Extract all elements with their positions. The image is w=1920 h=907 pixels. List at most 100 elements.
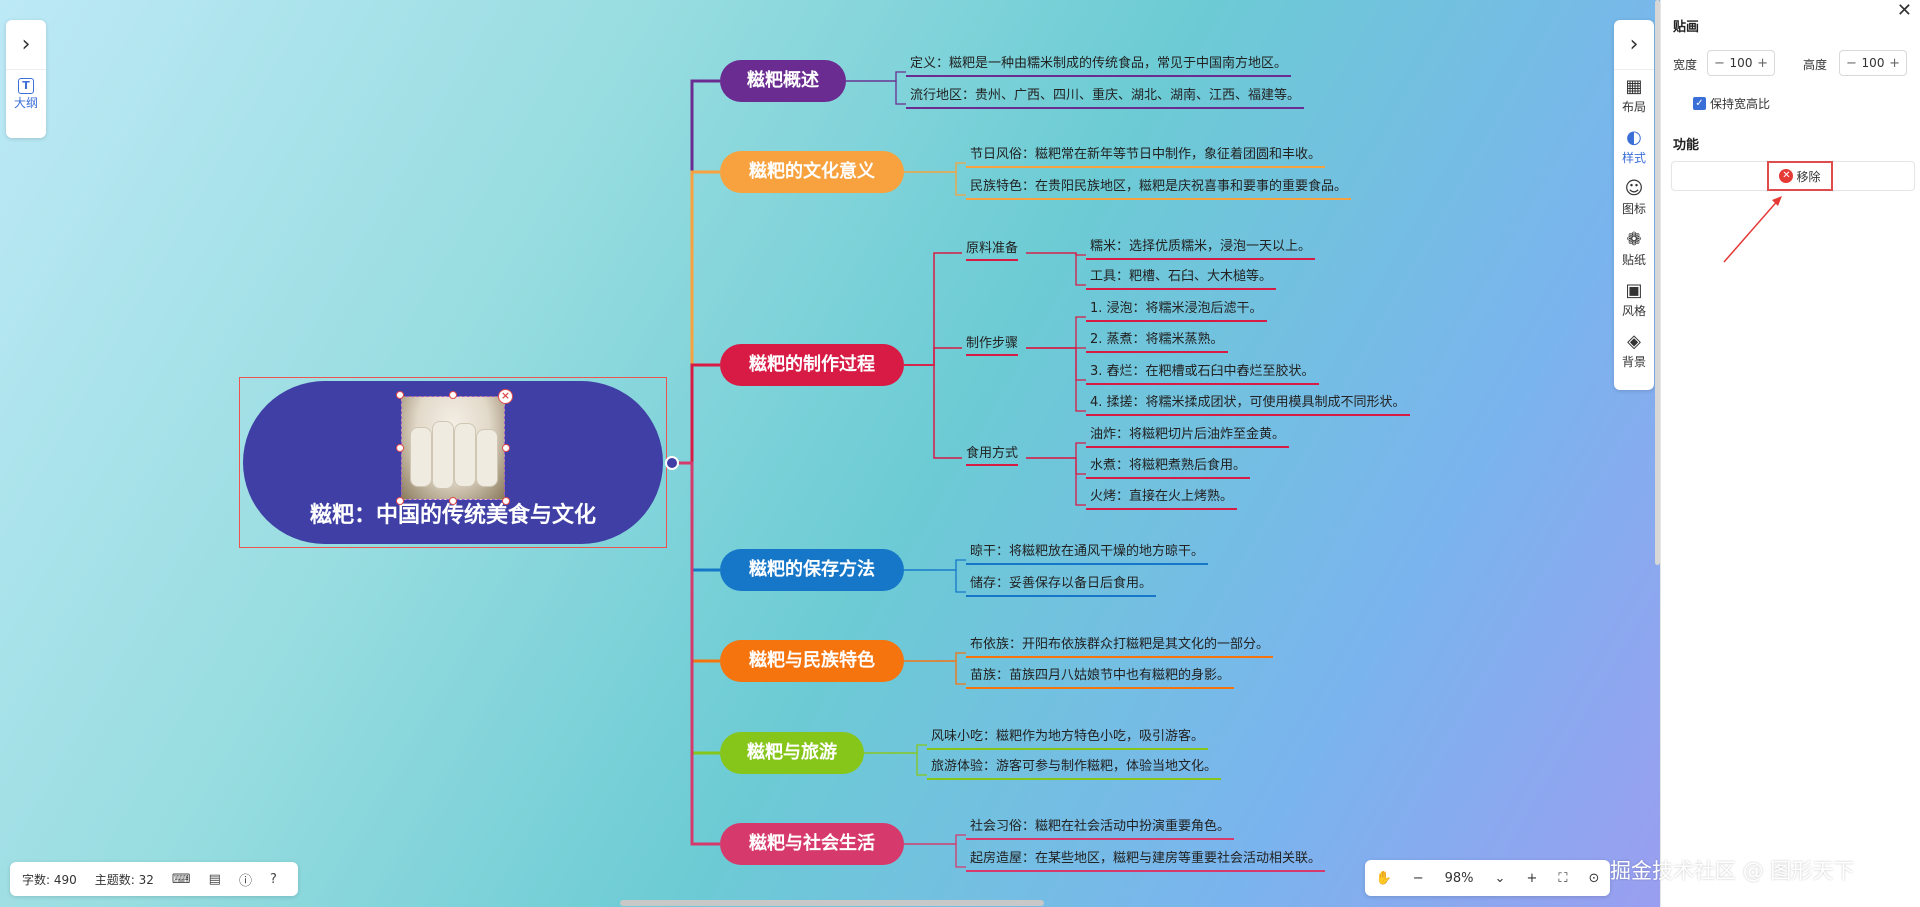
- sticker-image[interactable]: [401, 396, 505, 500]
- tool-layers[interactable]: ◈背景: [1614, 325, 1654, 376]
- help-icon[interactable]: ?: [269, 871, 277, 887]
- tool-palette[interactable]: ◐样式: [1614, 121, 1654, 172]
- zoom-dropdown-icon[interactable]: ⌄: [1494, 870, 1506, 886]
- branch-topic[interactable]: 糍粑与旅游: [720, 732, 864, 774]
- tool-grid[interactable]: ▣风格: [1614, 274, 1654, 325]
- resize-handle[interactable]: [396, 444, 404, 452]
- leaf-topic[interactable]: 2. 蒸煮：将糯米蒸熟。: [1086, 328, 1228, 353]
- branch-topic[interactable]: 糍粑的文化意义: [720, 151, 904, 193]
- tool-smiley[interactable]: ☺图标: [1614, 172, 1654, 223]
- leaf-topic[interactable]: 工具：粑槽、石臼、大木槌等。: [1086, 265, 1277, 290]
- zoom-bar: ✋ − 98% ⌄ + ⛶ ⊙: [1365, 860, 1610, 896]
- remove-label: 移除: [1796, 169, 1821, 184]
- layout-toggle-icon[interactable]: ▤: [208, 871, 221, 887]
- connector-line: [904, 171, 966, 196]
- height-value[interactable]: 100: [1861, 56, 1885, 70]
- branch-topic[interactable]: 糍粑的制作过程: [720, 344, 904, 386]
- hand-tool-icon[interactable]: ✋: [1375, 870, 1392, 886]
- keep-ratio-row[interactable]: ✓ 保持宽高比: [1693, 95, 1770, 112]
- branch-topic[interactable]: 糍粑概述: [720, 60, 846, 102]
- leaf-topic[interactable]: 起房造屋：在某些地区，糍粑与建房等重要社会活动相关联。: [966, 847, 1326, 872]
- zoom-value[interactable]: 98%: [1444, 870, 1474, 886]
- leaf-topic[interactable]: 定义：糍粑是一种由糯米制成的传统食品，常见于中国南方地区。: [906, 52, 1292, 77]
- tool-label: 布局: [1621, 100, 1646, 114]
- leaf-topic[interactable]: 火烤：直接在火上烤熟。: [1086, 485, 1238, 510]
- leaf-topic[interactable]: 布依族：开阳布依族群众打糍粑是其文化的一部分。: [966, 633, 1274, 658]
- panel-title: 贴画: [1673, 20, 1700, 35]
- connector-line: [1026, 457, 1086, 475]
- horizontal-scrollbar[interactable]: [620, 900, 1044, 906]
- increase-icon[interactable]: +: [1889, 55, 1900, 71]
- locate-icon[interactable]: ⊙: [1588, 870, 1600, 886]
- connector-line: [846, 71, 906, 82]
- keyboard-icon[interactable]: ⌨: [171, 871, 191, 887]
- zoom-in-button[interactable]: +: [1526, 870, 1538, 886]
- leaf-topic[interactable]: 储存：妥善保存以备日后食用。: [966, 572, 1157, 597]
- resize-handle[interactable]: [396, 391, 404, 399]
- mindmap-canvas[interactable]: › T 大纲 糍粑：中国的传统美食与文化 × 糍粑概述 定义：糍粑是一种由糯米制成…: [0, 0, 1660, 907]
- leaf-topic[interactable]: 苗族：苗族四月八姑娘节中也有糍粑的身影。: [966, 664, 1235, 689]
- leaf-topic[interactable]: 1. 浸泡：将糯米浸泡后滤干。: [1086, 297, 1267, 322]
- width-stepper[interactable]: − 100 +: [1707, 50, 1775, 76]
- leaf-topic[interactable]: 风味小吃：糍粑作为地方特色小吃，吸引游客。: [927, 725, 1209, 750]
- vertical-scrollbar[interactable]: [1655, 0, 1660, 565]
- collapse-toggle[interactable]: [665, 456, 679, 470]
- info-icon[interactable]: ⓘ: [238, 873, 252, 889]
- expand-panel-button[interactable]: ›: [1614, 20, 1654, 70]
- leaf-topic[interactable]: 4. 揉搓：将糯米揉成团状，可使用模具制成不同形状。: [1086, 391, 1410, 416]
- connector-line: [1026, 347, 1086, 412]
- connector-line: [904, 843, 966, 868]
- leaf-topic[interactable]: 民族特色：在贵阳民族地区，糍粑是庆祝喜事和要事的重要食品。: [966, 175, 1352, 200]
- keep-ratio-checkbox[interactable]: ✓: [1693, 97, 1706, 110]
- palette-icon: ◐: [1626, 127, 1642, 148]
- decrease-icon[interactable]: −: [1846, 55, 1857, 71]
- sub-topic[interactable]: 食用方式: [966, 442, 1019, 466]
- width-value[interactable]: 100: [1729, 56, 1753, 70]
- leaf-topic[interactable]: 旅游体验：游客可参与制作糍粑，体验当地文化。: [927, 755, 1222, 780]
- leaf-topic[interactable]: 3. 舂烂：在粑槽或石臼中舂烂至胶状。: [1086, 360, 1319, 385]
- tool-layout[interactable]: ▦布局: [1614, 70, 1654, 121]
- close-icon[interactable]: ✕: [1896, 0, 1912, 21]
- resize-handle[interactable]: [449, 391, 457, 399]
- branch-topic[interactable]: 糍粑的保存方法: [720, 549, 904, 591]
- branch-topic[interactable]: 糍粑与民族特色: [720, 640, 904, 682]
- function-box: ✕ 移除: [1671, 161, 1915, 191]
- branch-topic[interactable]: 糍粑与社会生活: [720, 823, 904, 865]
- zoom-out-button[interactable]: −: [1412, 870, 1424, 886]
- ciba-stack: [410, 427, 432, 487]
- root-title: 糍粑：中国的传统美食与文化: [309, 503, 596, 528]
- leaf-topic[interactable]: 水煮：将糍粑煮熟后食用。: [1086, 454, 1251, 479]
- leaf-topic[interactable]: 社会习俗：糍粑在社会活动中扮演重要角色。: [966, 815, 1235, 840]
- connector-lines: [672, 71, 1086, 868]
- tool-sticker[interactable]: ❁贴纸: [1614, 223, 1654, 274]
- leaf-topic[interactable]: 晾干：将糍粑放在通风干燥的地方晾干。: [966, 540, 1209, 565]
- height-stepper[interactable]: − 100 +: [1839, 50, 1907, 76]
- decrease-icon[interactable]: −: [1714, 55, 1725, 71]
- resize-handle[interactable]: [502, 444, 510, 452]
- connector-line: [864, 752, 927, 776]
- remove-sticker-button[interactable]: ✕ 移除: [1767, 161, 1833, 191]
- leaf-topic[interactable]: 流行地区：贵州、广西、四川、重庆、湖北、湖南、江西、福建等。: [906, 84, 1305, 109]
- leaf-topic[interactable]: 油炸：将糍粑切片后油炸至金黄。: [1086, 423, 1290, 448]
- connector-line: [1026, 347, 1086, 381]
- sub-topic[interactable]: 原料准备: [966, 237, 1019, 261]
- resize-handle[interactable]: [502, 497, 510, 505]
- connector-line: [1026, 252, 1086, 286]
- right-toolbar: › ▦布局◐样式☺图标❁贴纸▣风格◈背景: [1614, 20, 1654, 390]
- height-label: 高度: [1803, 58, 1828, 72]
- leaf-topic[interactable]: 糯米：选择优质糯米，浸泡一天以上。: [1086, 235, 1316, 260]
- expand-sidebar-button[interactable]: ›: [6, 20, 46, 70]
- properties-panel: ✕ 贴画 宽度 − 100 + 高度 − 100 + ✓ 保持宽高比 功能 ✕ …: [1660, 0, 1920, 907]
- sub-topic[interactable]: 制作步骤: [966, 332, 1019, 356]
- connector-line: [1026, 457, 1086, 506]
- resize-handle[interactable]: [396, 497, 404, 505]
- increase-icon[interactable]: +: [1757, 55, 1768, 71]
- connector-line: [1026, 442, 1086, 459]
- width-label: 宽度: [1673, 58, 1698, 72]
- resize-handle[interactable]: [449, 497, 457, 505]
- leaf-topic[interactable]: 节日风俗：糍粑常在新年等节日中制作，象征着团圆和丰收。: [966, 143, 1326, 168]
- outline-button[interactable]: T 大纲: [6, 70, 46, 111]
- fit-screen-icon[interactable]: ⛶: [1558, 870, 1568, 886]
- connector-line: [904, 347, 962, 366]
- sticker-close-icon[interactable]: ×: [498, 389, 513, 404]
